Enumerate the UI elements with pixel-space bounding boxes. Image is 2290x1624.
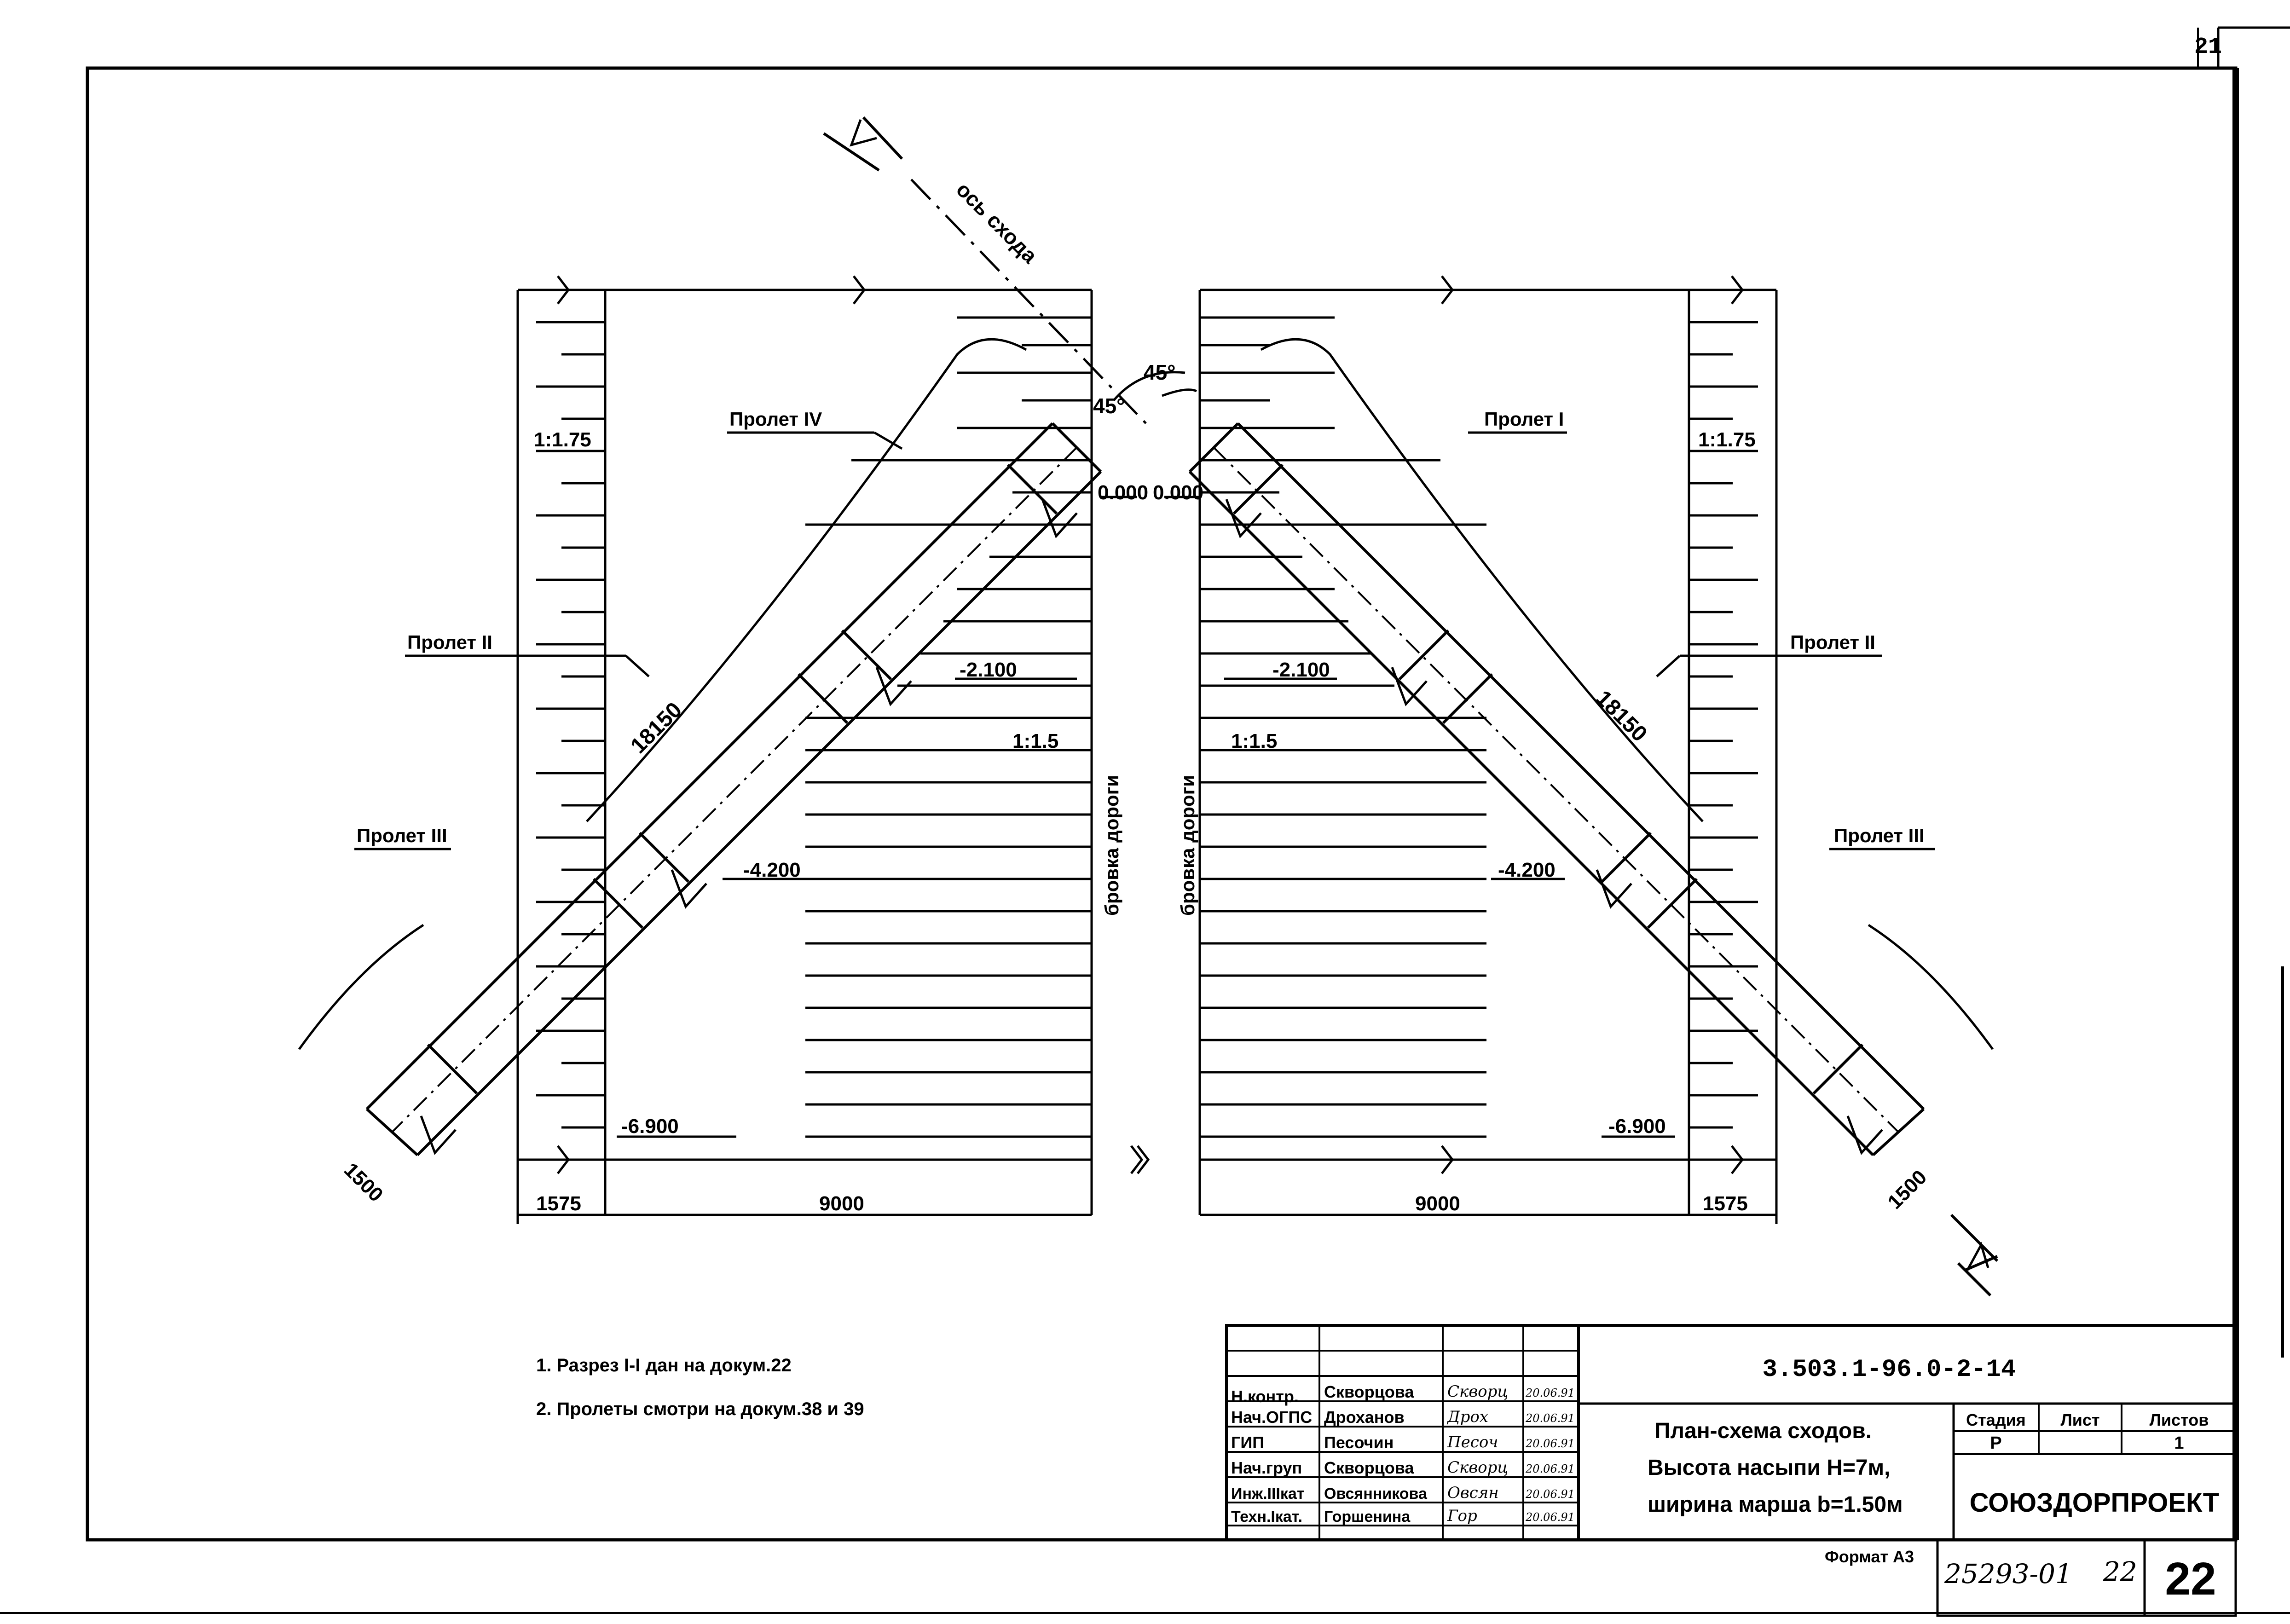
person-role-3: ГИП [1231, 1433, 1264, 1452]
span-braces [298, 338, 1994, 1138]
person-sign-2: Дрох [1446, 1408, 1488, 1426]
top-arcs [1113, 371, 1197, 401]
level-left-2100: -2.100 [960, 659, 1017, 681]
right-stair [1188, 422, 1925, 1156]
person-role-5: Инж.IIIкат [1231, 1485, 1304, 1503]
sheet-frame [0, 26, 2290, 1614]
level-right-6900: -6.900 [1608, 1115, 1666, 1138]
person-date-2: 20.06.91 [1525, 1412, 1575, 1425]
slope-inner-left: 1:1.5 [1012, 730, 1058, 752]
dim-berm-left: 1575 [536, 1192, 581, 1215]
road-edge-right: бровка дороги [1177, 775, 1198, 916]
level-right-4200: -4.200 [1498, 859, 1556, 881]
level-left-6900: -6.900 [621, 1115, 679, 1138]
left-embankment [516, 275, 1144, 1215]
right-stair-arrows [1225, 499, 1883, 1155]
organization: СОЮЗДОРПРОЕКТ [1970, 1488, 2220, 1518]
span-label-right-mid: Пролет II [1790, 631, 1875, 653]
bottom-dimensions [516, 1160, 1778, 1224]
stage-value: Р [1990, 1433, 2001, 1453]
level-left-4200: -4.200 [743, 859, 801, 881]
left-stair-arrows [420, 499, 1078, 1155]
axis-label: ось схода [952, 177, 1042, 268]
person-role-6: Техн.Iкат. [1231, 1508, 1302, 1526]
person-name-2: Дроханов [1324, 1408, 1405, 1427]
dim-march-width-right: 1500 [1883, 1166, 1931, 1214]
span-label-right-low: Пролет III [1834, 825, 1925, 846]
level-zero-right: 0.000 [1153, 481, 1203, 504]
sheet-header: Лист [2060, 1410, 2099, 1429]
dim-stair-length-right: 18150 [1591, 686, 1652, 746]
person-role-4: Нач.груп [1231, 1458, 1302, 1477]
archive-number: 25293-01 [1944, 1558, 2072, 1589]
person-sign-5: Овсян [1447, 1484, 1499, 1502]
dim-berm-right: 1575 [1703, 1192, 1748, 1215]
right-embankment [1137, 275, 1778, 1215]
title-line-1: План-схема сходов. [1654, 1419, 1872, 1443]
right-inner-hatching [1200, 316, 1486, 1138]
corner-sheet-number: 21 [2194, 34, 2222, 60]
person-date-4: 20.06.91 [1525, 1462, 1575, 1475]
sheets-value: 1 [2174, 1433, 2184, 1453]
person-date-1: 20.06.91 [1525, 1387, 1575, 1399]
person-sign-1: Скворц [1447, 1382, 1508, 1401]
title-block [1225, 1324, 2237, 1617]
note-1: 1. Разрез I-I дан на докум.22 [536, 1355, 792, 1375]
note-2: 2. Пролеты смотри на докум.38 и 39 [536, 1399, 864, 1419]
archive-sheet: 22 [2103, 1556, 2137, 1587]
person-date-5: 20.06.91 [1525, 1488, 1575, 1501]
person-sign-3: Песоч [1447, 1433, 1498, 1451]
road-edge-left: бровка дороги [1101, 775, 1122, 916]
angle-inner: 45° [1093, 394, 1125, 418]
title-line-3: ширина марша b=1.50м [1648, 1492, 1903, 1517]
angle-top: 45° [1144, 360, 1176, 384]
left-inner-hatching [805, 316, 1092, 1138]
person-date-3: 20.06.91 [1525, 1437, 1575, 1450]
person-role-2: Нач.ОГПС [1231, 1408, 1312, 1427]
level-zero-left: 0.000 [1098, 481, 1148, 504]
format-label: Формат А3 [1825, 1547, 1914, 1566]
right-outer-hatching [1689, 321, 1758, 1129]
stage-header: Стадия [1966, 1410, 2026, 1429]
level-right-2100: -2.100 [1272, 659, 1330, 681]
slope-inner-right: 1:1.5 [1231, 730, 1277, 752]
span-label-left-top: Пролет IV [729, 408, 822, 430]
title-line-2: Высота насыпи Н=7м, [1648, 1456, 1890, 1480]
page-number: 22 [2165, 1553, 2216, 1605]
left-stair [365, 422, 1102, 1156]
doc-code: 3.503.1-96.0-2-14 [1763, 1356, 2016, 1384]
person-sign-6: Гор [1447, 1507, 1477, 1525]
dim-slope-right: 9000 [1415, 1192, 1460, 1215]
sheets-header: Листов [2150, 1410, 2209, 1429]
person-role-1: Н.контр. [1231, 1387, 1299, 1406]
person-name-1: Скворцова [1324, 1382, 1414, 1401]
person-sign-4: Скворц [1447, 1458, 1508, 1477]
person-name-3: Песочин [1324, 1433, 1394, 1452]
person-date-6: 20.06.91 [1525, 1511, 1575, 1524]
span-label-left-mid: Пролет II [407, 631, 492, 653]
span-label-left-low: Пролет III [357, 825, 447, 846]
slope-outer-left: 1:1.75 [534, 428, 591, 451]
left-outer-hatching [536, 321, 605, 1129]
span-label-right-top: Пролет I [1484, 408, 1564, 430]
dim-stair-length-left: 18150 [626, 698, 687, 758]
slope-outer-right: 1:1.75 [1698, 428, 1756, 451]
stair-axis [823, 116, 1999, 1297]
person-name-5: Овсянникова [1324, 1485, 1428, 1503]
dim-slope-left: 9000 [819, 1192, 864, 1215]
person-name-4: Скворцова [1324, 1458, 1414, 1477]
dim-march-width-left: 1500 [340, 1158, 387, 1206]
person-name-6: Горшенина [1324, 1508, 1411, 1526]
